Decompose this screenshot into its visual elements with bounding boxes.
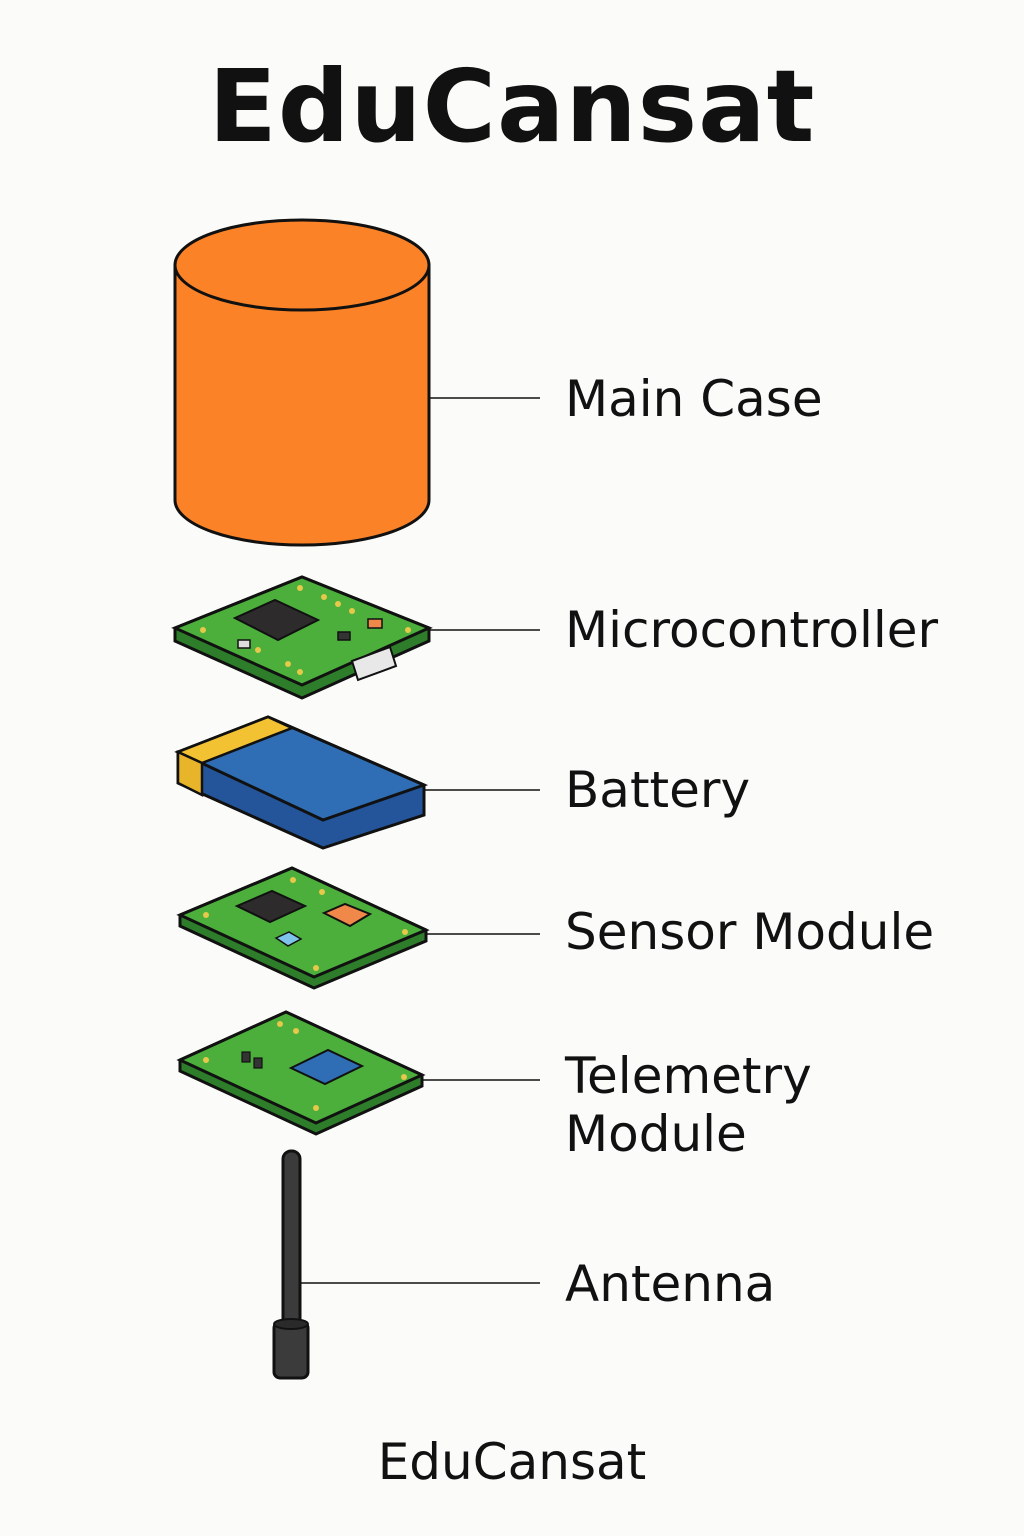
label-telemetry-module-line1: Telemetry — [565, 1047, 812, 1105]
footer-caption: EduCansat — [377, 1433, 647, 1491]
sensor-module-illustration — [176, 866, 430, 990]
label-battery: Battery — [565, 761, 751, 819]
main-case-illustration — [173, 218, 431, 547]
battery-illustration — [174, 715, 429, 850]
label-antenna: Antenna — [565, 1255, 776, 1313]
antenna-illustration — [272, 1149, 310, 1380]
label-main-case: Main Case — [565, 370, 823, 428]
label-sensor-module: Sensor Module — [565, 903, 935, 961]
label-telemetry-module-line2: Module — [565, 1105, 747, 1163]
microcontroller-illustration — [171, 575, 433, 700]
label-microcontroller: Microcontroller — [565, 601, 939, 659]
diagram-title: EduCansat — [208, 48, 816, 165]
telemetry-module-illustration — [176, 1010, 426, 1136]
